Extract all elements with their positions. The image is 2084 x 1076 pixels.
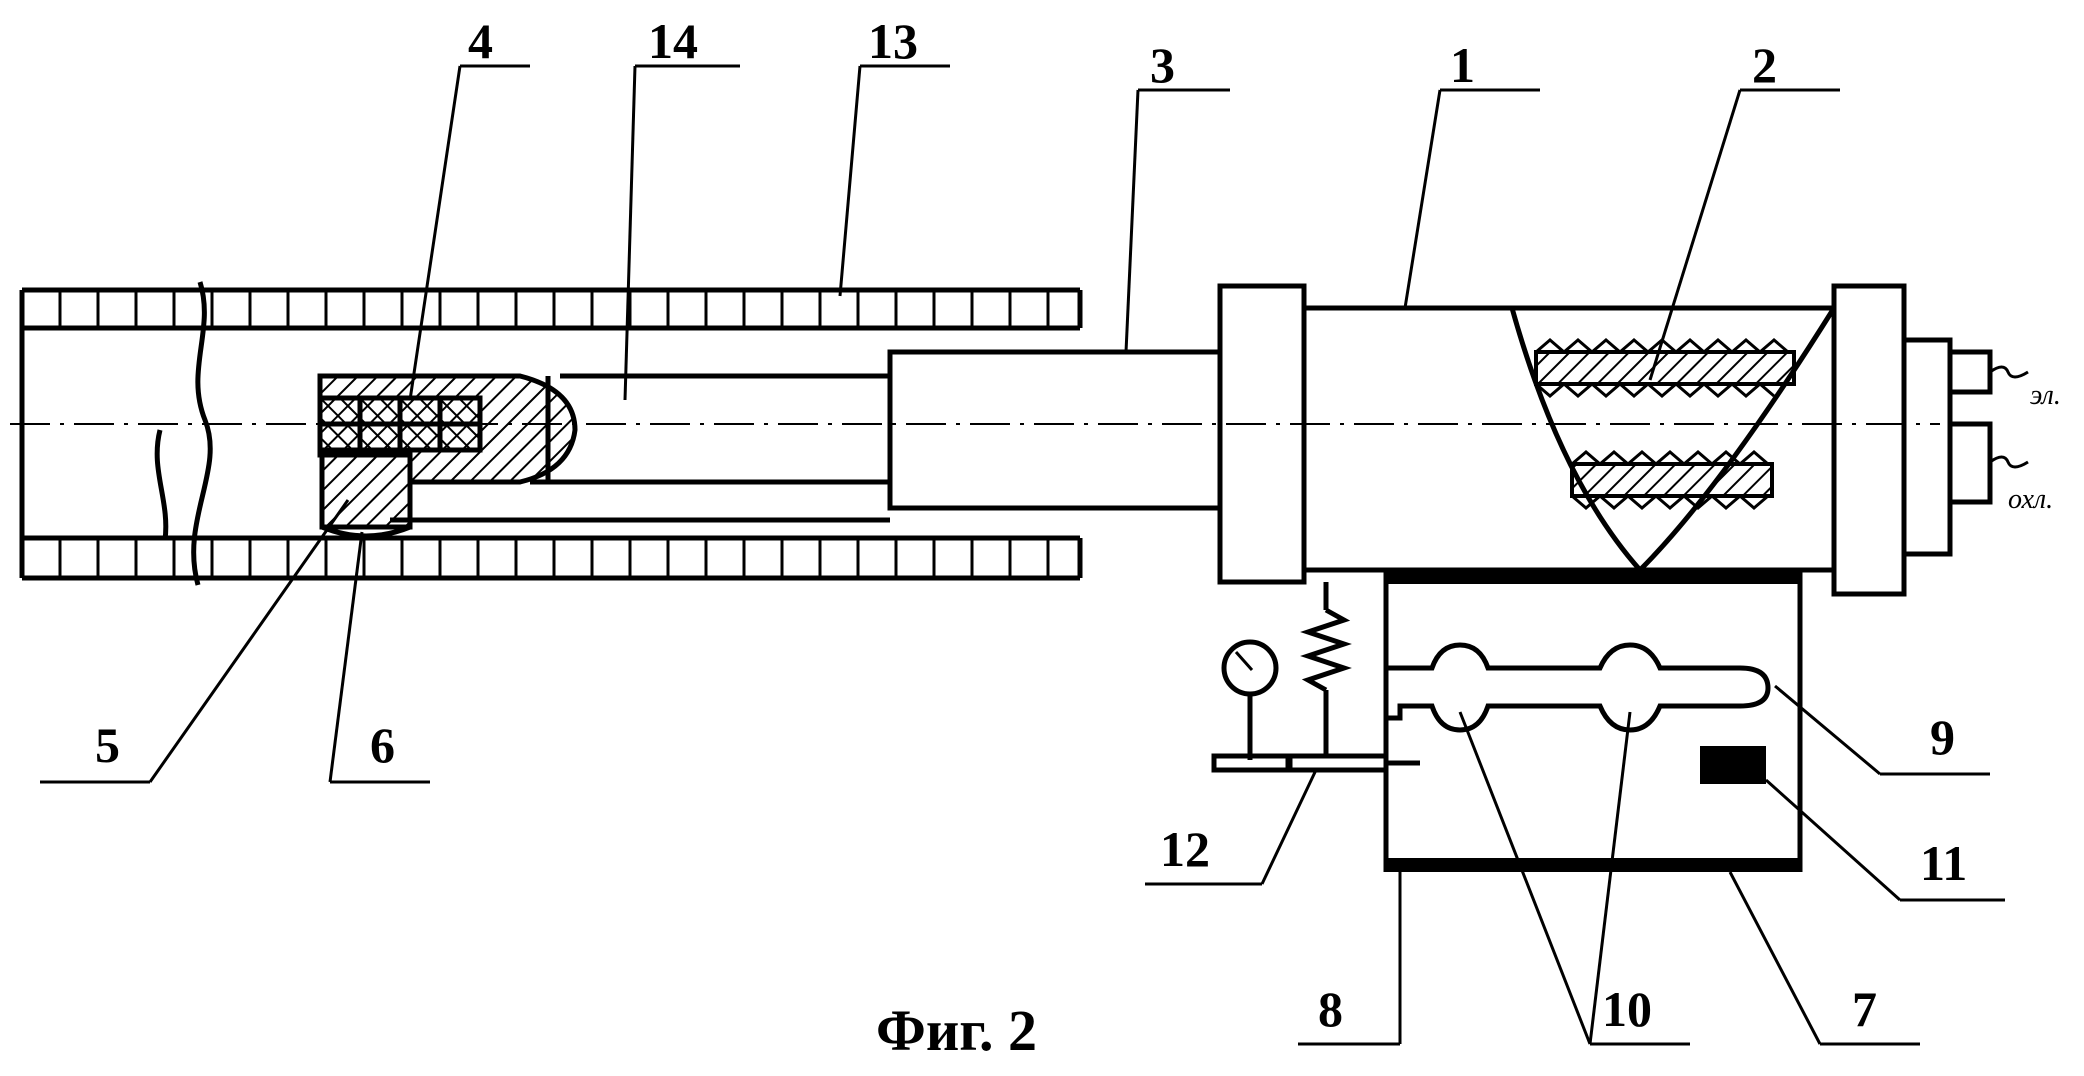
label-5: 5: [95, 717, 120, 773]
housing-1: [1217, 283, 2029, 597]
label-10: 10: [1602, 981, 1652, 1037]
label-14: 14: [648, 13, 698, 69]
spring-gauge-12: [1211, 582, 1420, 773]
element-5-6: [319, 452, 413, 539]
leader-lines: [40, 64, 2005, 1046]
holder-4: [317, 373, 578, 485]
label-2: 2: [1752, 37, 1777, 93]
terminal-electric-label: эл.: [2030, 380, 2061, 411]
figure-caption: Фиг. 2: [876, 998, 1037, 1063]
label-4: 4: [468, 13, 493, 69]
label-11: 11: [1920, 835, 1967, 891]
label-7: 7: [1852, 981, 1877, 1037]
label-3: 3: [1150, 37, 1175, 93]
label-1: 1: [1450, 37, 1475, 93]
label-8: 8: [1318, 981, 1343, 1037]
rod: [390, 373, 890, 523]
label-12: 12: [1160, 821, 1210, 877]
box-7: [1383, 570, 1803, 872]
outer-pipe: [19, 281, 1083, 586]
label-13: 13: [868, 13, 918, 69]
label-9: 9: [1930, 709, 1955, 765]
terminal-cooling-label: охл.: [2008, 484, 2053, 515]
shaft-3: [887, 349, 1223, 511]
label-6: 6: [370, 717, 395, 773]
